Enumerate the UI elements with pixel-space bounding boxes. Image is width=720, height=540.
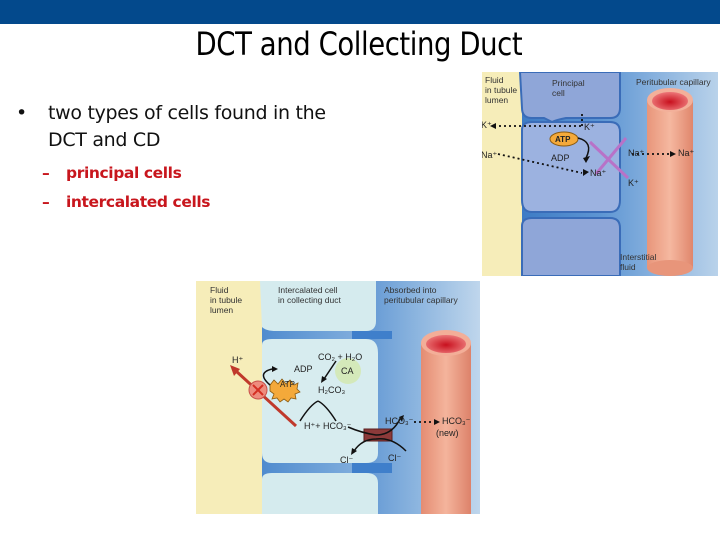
k-out-label: K⁺: [628, 178, 639, 188]
intercalated-cell-diagram: [196, 281, 480, 514]
na-out-label: Na⁺: [628, 148, 645, 158]
cl-out-label: Cl⁻: [388, 453, 402, 463]
capillary-label: Peritubular capillary: [636, 77, 711, 87]
k-lumen-label: K⁺: [482, 120, 492, 130]
atp-label: ATP: [555, 135, 571, 144]
h2co3-label: H₂CO₃: [318, 385, 346, 395]
co2-label: CO₂ + H₂O: [318, 352, 363, 362]
h-lumen-label: H⁺: [232, 355, 244, 365]
products-label: H⁺+ HCO₃⁻: [304, 421, 352, 431]
lumen-label: Fluid in tubule lumen: [210, 285, 243, 315]
sub-bullet-principal: – principal cells: [14, 159, 374, 188]
ca-label: CA: [341, 366, 354, 376]
cl-cell-label: Cl⁻: [340, 455, 354, 465]
k-cell-label: K⁺: [584, 122, 595, 132]
na-lumen-label: Na⁺: [482, 150, 498, 160]
hco3-out-label: HCO₃⁻: [385, 416, 414, 426]
top-accent-bar: [0, 0, 720, 24]
bullet-dot-icon: •: [16, 102, 27, 124]
bullet-line-1: two types of cells found in the: [48, 102, 326, 124]
dash-icon: –: [42, 193, 50, 211]
na-cell-label: Na⁺: [590, 168, 607, 178]
capillary-label: Absorbed into peritubular capillary: [384, 285, 458, 305]
slide-title: DCT and Collecting Duct: [195, 25, 523, 63]
principal-cell-diagram: [482, 72, 718, 276]
bullet-line-2: DCT and CD: [48, 129, 161, 151]
lumen-label: Fluid in tubule lumen: [485, 75, 518, 105]
bullet-list: • two types of cells found in the DCT an…: [14, 100, 374, 217]
intercalated-cell-label: Intercalated cell in collecting duct: [278, 285, 341, 305]
new-label: (new): [436, 428, 459, 438]
bullet-item: • two types of cells found in the DCT an…: [14, 100, 374, 154]
na-cap-label: Na⁺: [678, 148, 695, 158]
principal-cell-label: Principal cell: [552, 78, 585, 98]
dash-icon: –: [42, 164, 50, 182]
adp-label: ADP: [551, 153, 570, 163]
adp-label: ADP: [294, 364, 313, 374]
sub-bullet-intercalated: – intercalated cells: [14, 188, 374, 217]
intercalated-cell-figure: Fluid in tubule lumen Intercalated cell …: [196, 281, 480, 514]
interstitial-label: Interstitial fluid: [620, 252, 657, 272]
hco3-new-label: HCO₃⁻: [442, 416, 471, 426]
atp-label: ATP: [280, 380, 295, 389]
principal-cell-figure: Fluid in tubule lumen Principal cell Per…: [482, 72, 718, 276]
